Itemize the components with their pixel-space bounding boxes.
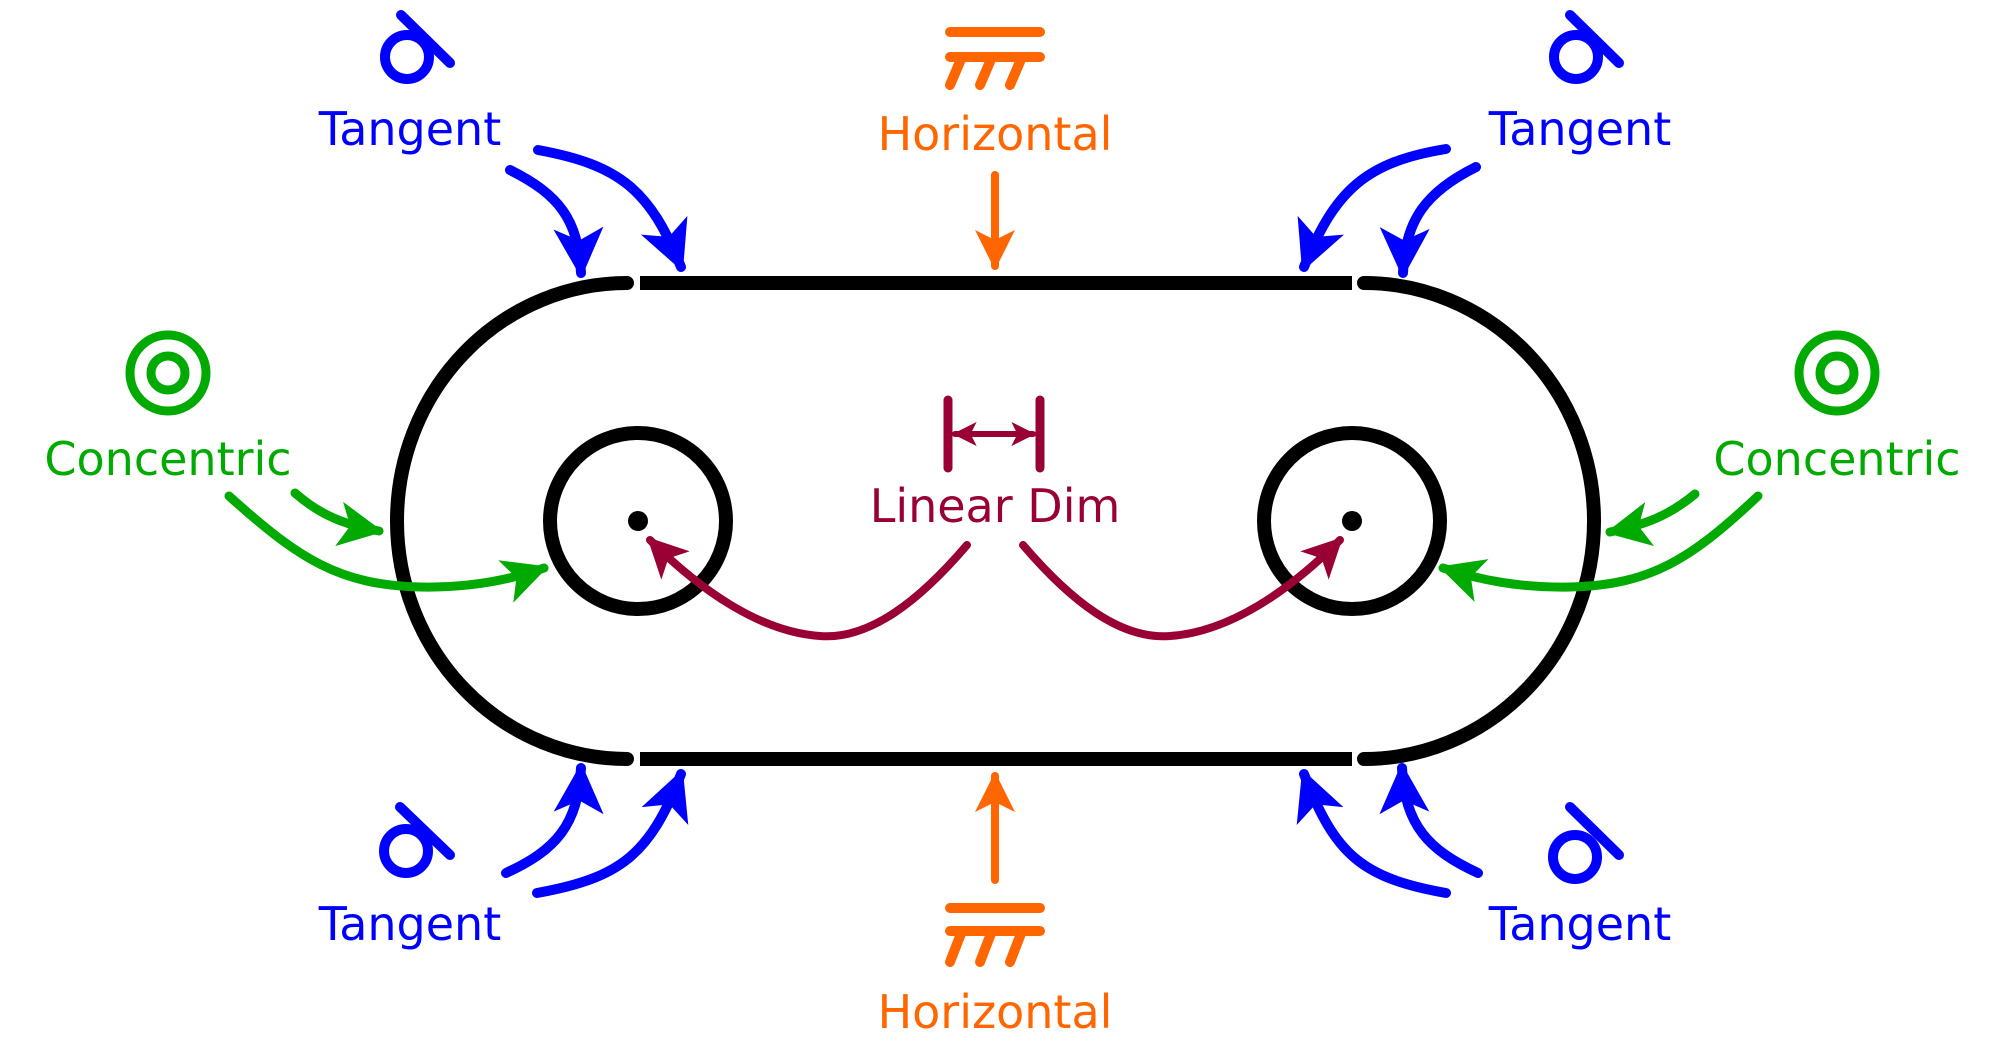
tangent-arrow <box>505 165 604 278</box>
concentric-arrow <box>290 488 384 547</box>
concentric-icon <box>1794 330 1880 416</box>
tangent-icon <box>1548 802 1624 884</box>
linear-dim-arrow <box>646 536 971 641</box>
tangent-arrow <box>1296 769 1451 898</box>
tangent-arrow <box>533 145 688 272</box>
horizontal-label: Horizontal <box>878 985 1113 1039</box>
horizontal-label: Horizontal <box>878 107 1113 161</box>
tangent-arrow <box>1379 162 1481 278</box>
concentric-icon <box>125 330 211 416</box>
left-inner-circle[interactable] <box>543 426 733 616</box>
linear-dim-label: Linear Dim <box>870 479 1121 533</box>
horizontal-icon <box>945 903 1045 967</box>
tangent-top-left: Tangent <box>318 10 688 278</box>
concentric-left: Concentric <box>44 330 549 603</box>
tangent-label: Tangent <box>1488 897 1672 951</box>
linear-dim-arrow <box>1019 536 1344 641</box>
left-center-point[interactable] <box>628 511 648 531</box>
concentric-label: Concentric <box>1713 432 1960 486</box>
concentric-arrow <box>224 491 549 603</box>
tangent-top-right: Tangent <box>1297 10 1672 278</box>
tangent-icon <box>1549 10 1624 84</box>
tangent-label: Tangent <box>318 102 502 156</box>
tangent-arrow <box>501 763 604 878</box>
concentric-arrow <box>1438 491 1763 602</box>
horizontal-icon <box>945 27 1045 90</box>
right-inner-circle[interactable] <box>1257 426 1447 616</box>
tangent-label: Tangent <box>1488 102 1672 156</box>
tangent-icon <box>379 802 455 878</box>
slot-geometry <box>390 276 1601 766</box>
horizontal-top: Horizontal <box>878 27 1113 270</box>
tangent-arrow <box>1379 763 1483 878</box>
concentric-label: Concentric <box>44 432 291 486</box>
linear-dim: Linear Dim <box>646 395 1344 641</box>
concentric-arrow <box>1605 489 1700 547</box>
left-arc[interactable] <box>390 276 634 766</box>
concentric-right: Concentric <box>1438 330 1961 602</box>
tangent-arrow <box>1297 144 1451 272</box>
linear-dim-icon <box>943 395 1045 473</box>
tangent-icon <box>380 10 455 84</box>
right-center-point[interactable] <box>1342 511 1362 531</box>
tangent-label: Tangent <box>318 897 502 951</box>
tangent-bottom-right: Tangent <box>1296 763 1672 951</box>
horizontal-bottom: Horizontal <box>878 772 1113 1039</box>
tangent-arrow <box>532 769 689 898</box>
tangent-bottom-left: Tangent <box>318 763 689 951</box>
right-arc[interactable] <box>1357 276 1601 766</box>
